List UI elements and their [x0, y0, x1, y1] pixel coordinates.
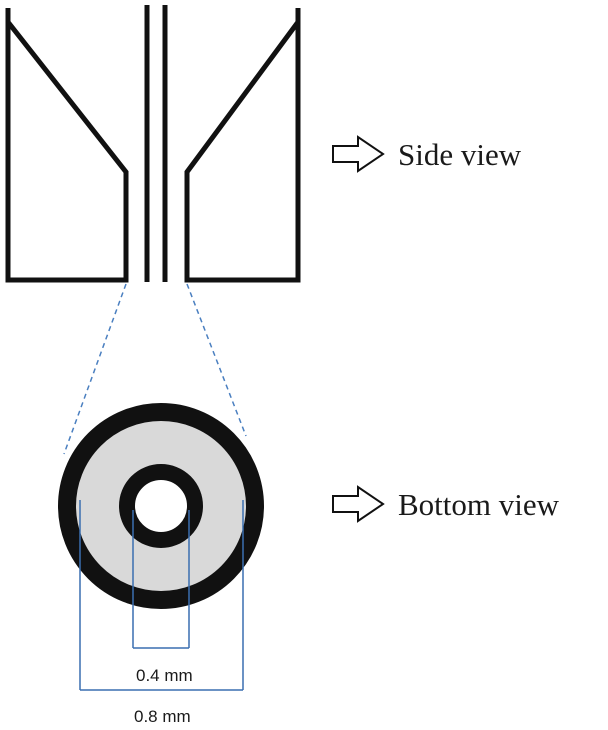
left-nozzle-body	[5, 8, 129, 283]
dimension-outer	[79, 500, 244, 691]
dimension-inner	[132, 510, 190, 649]
arrow-right-outline-icon	[332, 135, 385, 173]
right-nozzle-body	[184, 8, 301, 283]
bottom-view-label: Bottom view	[398, 487, 560, 522]
projection-line-left	[63, 283, 127, 455]
projection-line-right	[186, 283, 247, 437]
outer-dimension-label: 0.8 mm	[134, 707, 191, 726]
arrow-right-outline-icon	[332, 485, 385, 523]
side-view-label: Side view	[398, 137, 522, 172]
inner-dimension-label: 0.4 mm	[136, 666, 193, 685]
inner-ring	[119, 464, 203, 548]
